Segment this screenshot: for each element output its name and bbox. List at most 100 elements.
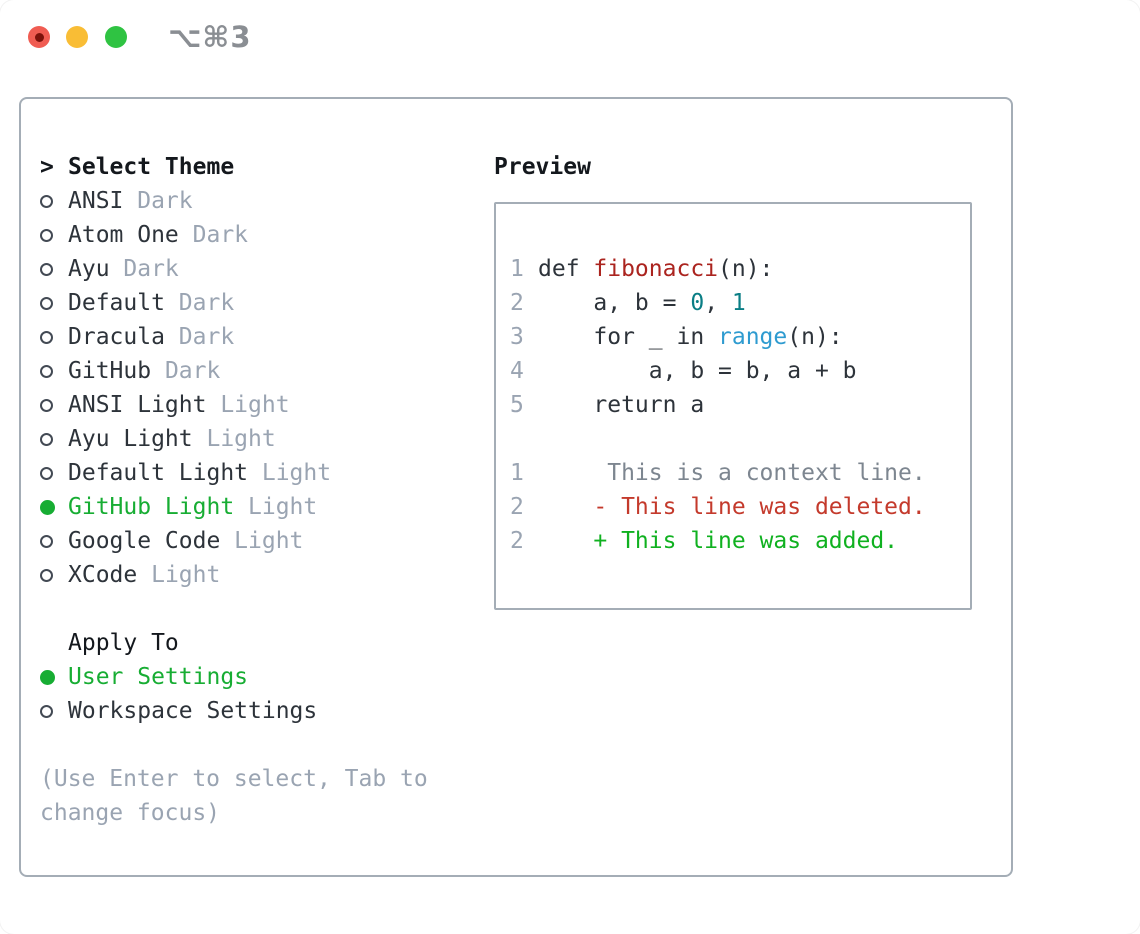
theme-list-item[interactable]: GitHub Dark	[40, 354, 485, 388]
theme-name: Google Code	[68, 528, 221, 554]
window-title-shortcut: ⌥⌘3	[168, 20, 252, 54]
theme-list-item[interactable]: Google Code Light	[40, 524, 485, 558]
preview-code-line: 3 for _ in range(n):	[510, 320, 970, 354]
apply-to-option[interactable]: User Settings	[40, 660, 485, 694]
theme-name: Atom One	[68, 222, 179, 248]
radio-icon	[40, 296, 68, 310]
prompt-chevron-icon: >	[40, 154, 54, 180]
line-number: 4	[510, 358, 524, 384]
radio-icon	[40, 330, 68, 344]
radio-icon	[40, 432, 68, 446]
theme-name: Ayu Light	[68, 426, 193, 452]
apply-to-option-label: Workspace Settings	[68, 698, 318, 724]
radio-icon	[40, 704, 68, 718]
code-segment: 1	[731, 290, 746, 316]
theme-list-item[interactable]: Dracula Dark	[40, 320, 485, 354]
radio-icon	[40, 466, 68, 480]
theme-list-item[interactable]: Ayu Dark	[40, 252, 485, 286]
preview-code-box: 1 def fibonacci(n): 2 a, b = 0, 1 3 for …	[494, 202, 972, 610]
line-number: 3	[510, 324, 524, 350]
code-segment: 0	[690, 290, 705, 316]
theme-list-item[interactable]: Default Dark	[40, 286, 485, 320]
close-button-icon[interactable]	[28, 26, 50, 48]
radio-icon	[40, 568, 68, 582]
line-number: 1	[510, 460, 524, 486]
theme-variant-label: Light	[206, 426, 276, 452]
theme-variant-label: Dark	[164, 358, 221, 384]
apply-to-header: Apply To	[40, 626, 485, 660]
theme-variant-label: Light	[261, 460, 332, 486]
theme-name: XCode	[68, 562, 138, 588]
code-segment: ,	[704, 290, 732, 316]
hint-text-line1: (Use Enter to select, Tab to	[40, 766, 428, 792]
code-segment: - This line was deleted.	[538, 494, 926, 520]
theme-list-item[interactable]: Atom One Dark	[40, 218, 485, 252]
apply-to-option[interactable]: Workspace Settings	[40, 694, 485, 728]
theme-variant-label: Dark	[137, 188, 193, 214]
theme-list-item[interactable]: Ayu Light Light	[40, 422, 485, 456]
theme-list-item[interactable]: Default Light Light	[40, 456, 485, 490]
theme-variant-label: Dark	[123, 256, 179, 282]
theme-name: Ayu	[68, 256, 110, 282]
line-number: 2	[510, 528, 524, 554]
code-segment: def	[538, 256, 594, 282]
spacer	[40, 728, 485, 762]
preview-code-line: 5 return a	[510, 388, 970, 422]
theme-variant-label: Light	[234, 528, 304, 554]
preview-code-line: 2 a, b = 0, 1	[510, 286, 970, 320]
code-segment: a, b = b, a + b	[538, 358, 857, 384]
minimize-button-icon[interactable]	[66, 26, 88, 48]
theme-list-item[interactable]: ANSI Dark	[40, 184, 485, 218]
theme-variant-label: Light	[248, 494, 318, 520]
radio-icon	[40, 669, 68, 685]
theme-name: GitHub	[68, 358, 152, 384]
preview-title: Preview	[494, 154, 591, 180]
line-number: 5	[510, 392, 524, 418]
line-number: 2	[510, 494, 524, 520]
theme-name: ANSI	[68, 188, 124, 214]
theme-name: Default	[68, 290, 165, 316]
titlebar: ⌥⌘3	[0, 0, 1140, 75]
radio-icon	[40, 499, 68, 515]
radio-icon	[40, 228, 68, 242]
code-segment: a, b =	[538, 290, 691, 316]
preview-code-line: 2 - This line was deleted.	[510, 490, 970, 524]
select-theme-title: Select Theme	[68, 154, 235, 180]
spacer	[40, 592, 485, 626]
radio-icon	[40, 194, 68, 208]
radio-icon	[40, 262, 68, 276]
theme-list-item[interactable]: ANSI Light Light	[40, 388, 485, 422]
theme-variant-label: Light	[220, 392, 290, 418]
apply-to-title: Apply To	[68, 630, 179, 656]
radio-icon	[40, 364, 68, 378]
theme-variant-label: Dark	[192, 222, 249, 248]
preview-code-line: 1 def fibonacci(n):	[510, 252, 970, 286]
code-segment: (n):	[718, 256, 774, 282]
code-segment: range	[718, 324, 788, 350]
radio-icon	[40, 534, 68, 548]
apply-to-list: User Settings Workspace Settings	[40, 660, 485, 728]
line-number: 2	[510, 290, 524, 316]
hint-text-line2: change focus)	[40, 800, 221, 826]
theme-variant-label: Dark	[178, 324, 235, 350]
code-segment: return a	[538, 392, 705, 418]
theme-name: ANSI Light	[68, 392, 207, 418]
theme-variant-label: Dark	[178, 290, 235, 316]
zoom-button-icon[interactable]	[105, 26, 127, 48]
preview-column: Preview 1 def fibonacci(n): 2 a, b = 0, …	[494, 150, 972, 610]
select-theme-header: > Select Theme	[40, 150, 485, 184]
apply-to-option-label: User Settings	[68, 664, 249, 690]
theme-name: Dracula	[68, 324, 165, 350]
preview-code-line: 1 This is a context line.	[510, 456, 970, 490]
preview-code-line	[510, 422, 970, 456]
preview-code-line: 4 a, b = b, a + b	[510, 354, 970, 388]
radio-icon	[40, 398, 68, 412]
code-segment: + This line was added.	[538, 528, 899, 554]
theme-name: Default Light	[68, 460, 249, 486]
code-segment: This is a context line.	[538, 460, 926, 486]
